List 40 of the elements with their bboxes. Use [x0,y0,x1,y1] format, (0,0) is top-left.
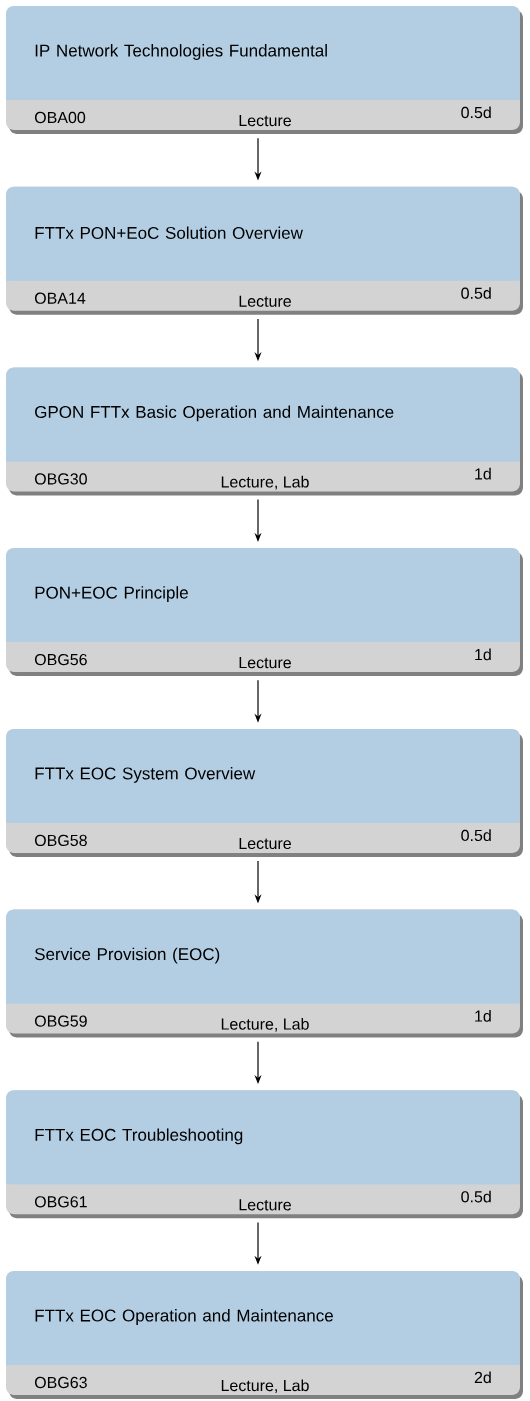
course-card [6,1271,523,1399]
course-card [6,186,523,315]
course-duration: 0.5d [461,829,491,842]
course-title: IP Network Technologies Fundamental [35,44,327,60]
course-format: Lecture, Lab [221,1018,309,1032]
course-title: PON+EOC Principle [35,586,188,603]
course-title: FTTx EOC System Overview [35,767,256,783]
course-duration: 1d [475,1010,491,1022]
course-card [6,909,523,1038]
course-duration: 1d [475,467,491,480]
course-title: FTTx PON+EoC Solution Overview [35,226,303,239]
course-duration: 1d [475,648,491,661]
course-code: OBG61 [34,1196,87,1208]
course-format: Lecture [239,115,291,127]
course-format: Lecture, Lab [221,1379,309,1394]
course-title: GPON FTTx Basic Operation and Maintenance [35,405,394,422]
course-code: OBG30 [34,473,87,485]
course-title: FTTx EOC Troubleshooting [35,1128,243,1145]
course-code: OBG63 [34,1376,87,1389]
course-title: FTTx EOC Operation and Maintenance [35,1309,333,1325]
course-duration: 0.5d [461,106,491,119]
course-card [6,6,523,134]
course-card [6,548,523,677]
course-duration: 0.5d [461,287,491,299]
course-card [6,728,523,857]
course-format: Lecture [239,657,291,669]
course-code: OBG59 [34,1015,87,1027]
course-card [6,367,523,496]
course-title: Service Provision (EOC) [34,947,220,964]
course-format: Lecture, Lab [221,475,309,490]
course-duration: 0.5d [461,1190,491,1203]
course-duration: 2d [474,1371,491,1384]
course-code: OBA14 [34,292,86,304]
course-code: OBA00 [34,111,86,124]
course-format: Lecture [239,1199,291,1211]
course-code: OBG58 [34,834,87,847]
course-format: Lecture [239,837,291,850]
course-format: Lecture [239,295,291,307]
course-code: OBG56 [34,653,87,666]
course-card [6,1090,523,1219]
